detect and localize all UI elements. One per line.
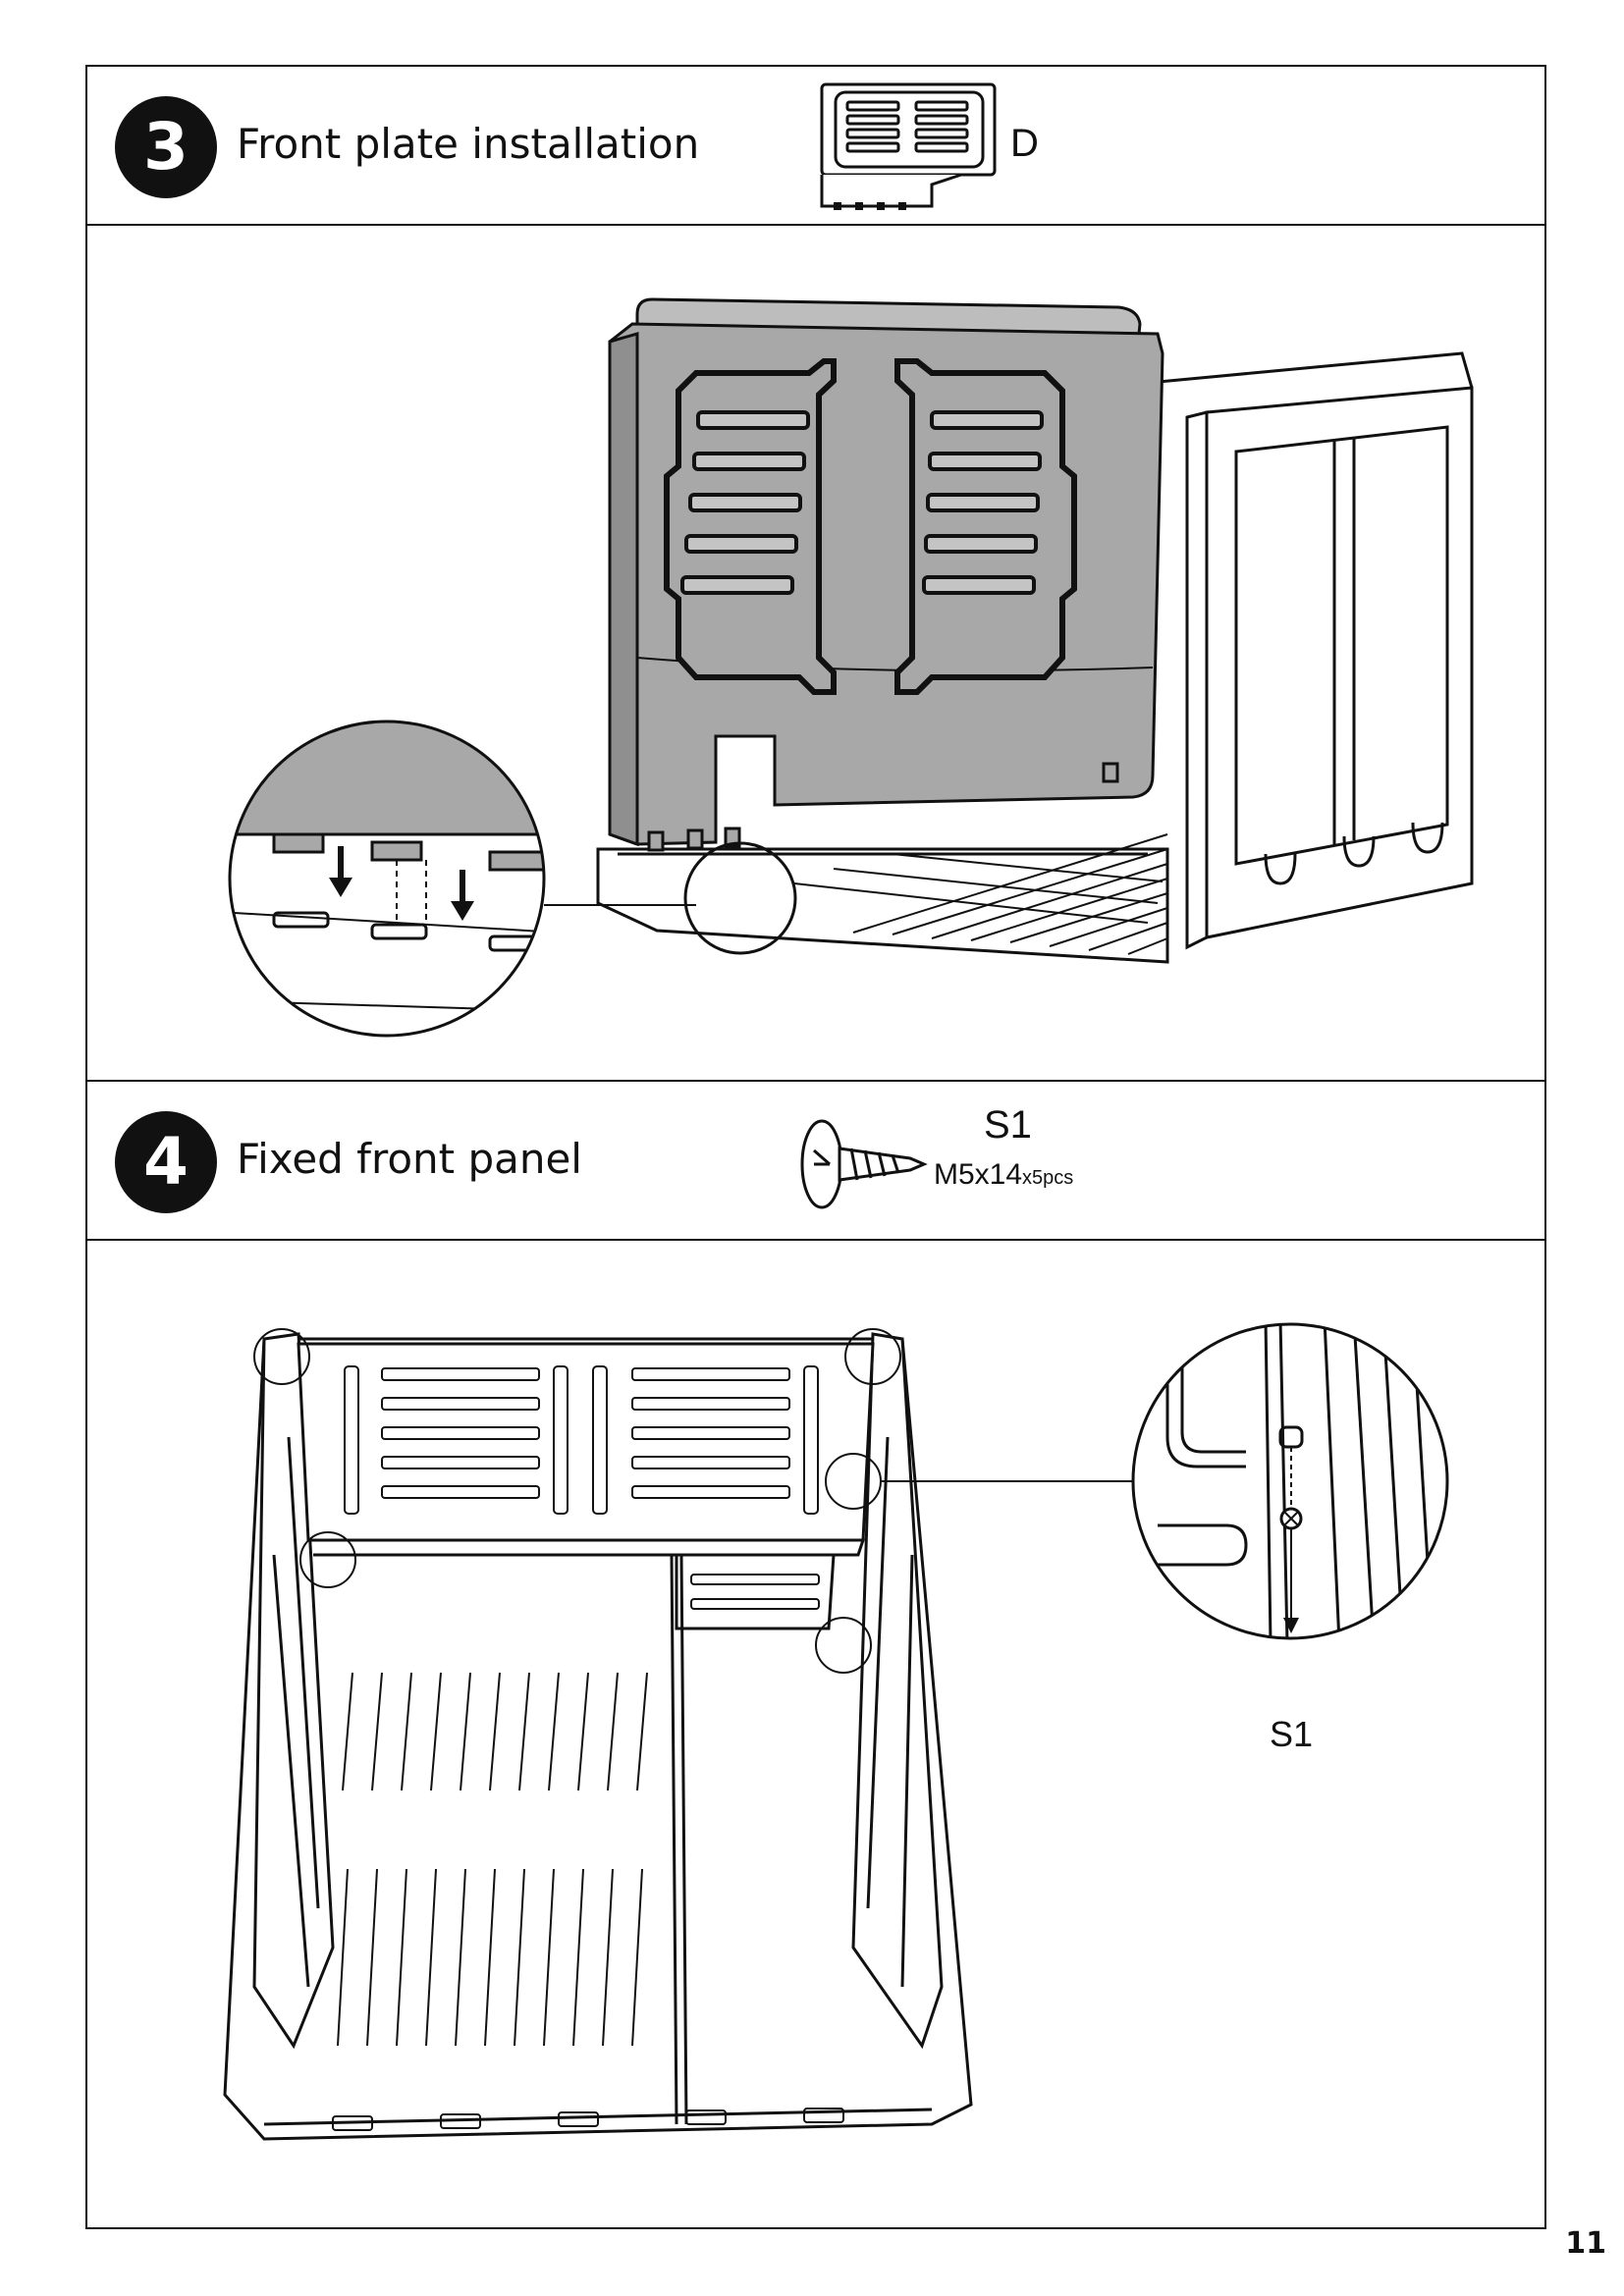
step-4-number-badge: 4 <box>115 1111 217 1213</box>
callout-s1-label: S1 <box>1270 1714 1314 1754</box>
step-4-illustration <box>223 1322 1449 2141</box>
screw-size: M5x14 <box>934 1158 1023 1191</box>
step-3-title: Front plate installation <box>237 120 700 168</box>
step-4-title: Fixed front panel <box>237 1135 582 1183</box>
step-3-header-divider <box>87 224 1544 226</box>
step-3-header: 3 Front plate installation D <box>87 67 1544 224</box>
instruction-frame: 3 Front plate installation D <box>85 65 1546 2229</box>
crate-floor-grid <box>793 833 1168 955</box>
step-4-header-divider <box>87 1239 1544 1241</box>
step-3-bottom-divider <box>87 1080 1544 1082</box>
screw-s1-label: S1 <box>984 1103 1032 1147</box>
part-d-label: D <box>1010 122 1039 165</box>
crate-side-panel <box>1147 351 1474 950</box>
front-plate-panel <box>608 297 1164 852</box>
page-number: 11 <box>1565 2226 1606 2261</box>
crate-top-view <box>223 1332 973 2141</box>
screw-spec: M5x14x5pcs <box>934 1158 1073 1192</box>
step-4-header: 4 Fixed front panel S1 M5x14x5pcs <box>87 1082 1544 1239</box>
screw-quantity: x5pcs <box>1022 1167 1074 1189</box>
screw-icon <box>800 1119 928 1209</box>
step-3-illustration <box>228 297 1474 1038</box>
step-3-number-badge: 3 <box>115 96 217 198</box>
screw-detail-zoom-circle <box>1131 1322 1449 1640</box>
front-plate-part-icon <box>820 82 997 210</box>
screw-location-circles <box>253 1328 901 1674</box>
